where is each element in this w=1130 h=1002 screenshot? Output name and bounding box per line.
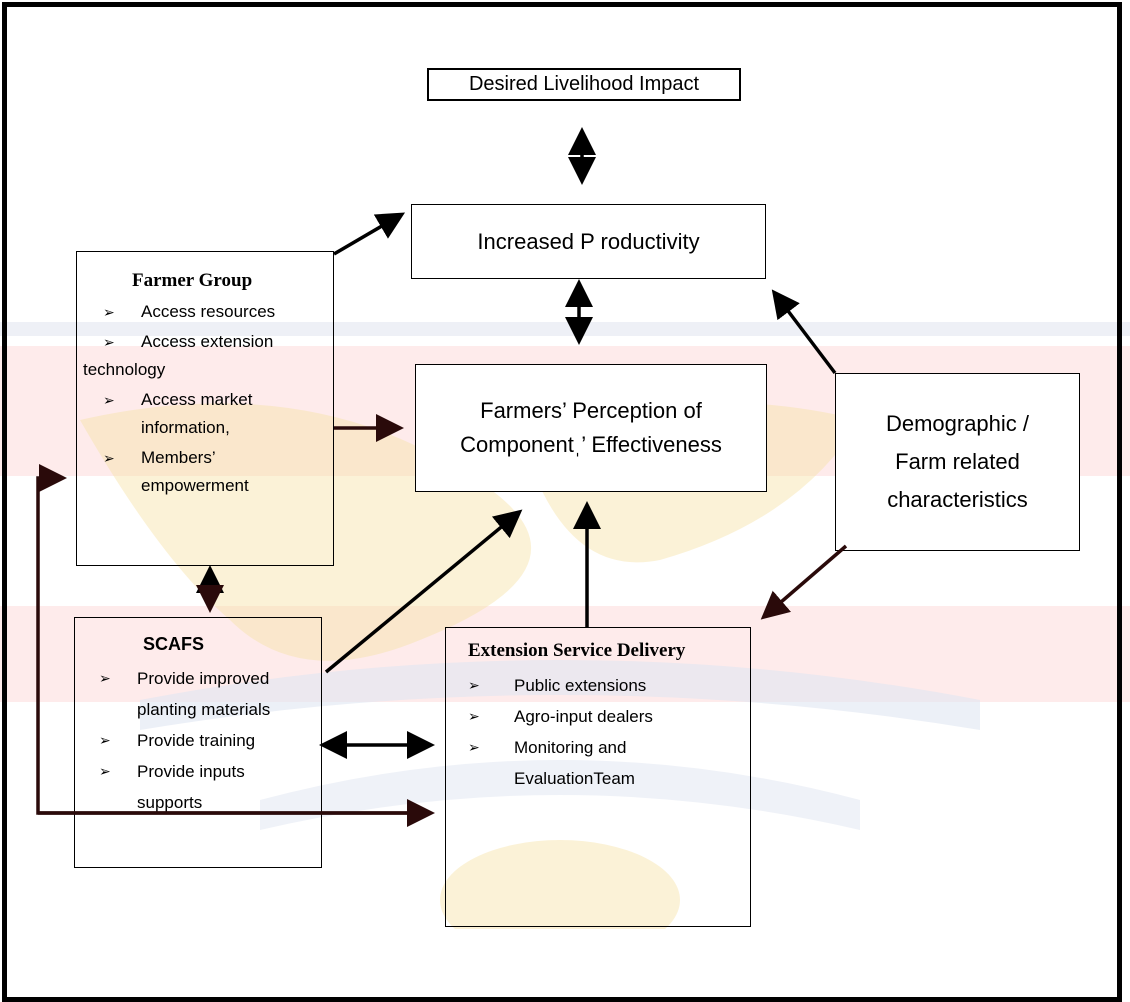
arrow-bullet-icon: ➢ [468,708,480,724]
arrow-bullet-icon: ➢ [99,763,111,779]
arrow-bullet-icon: ➢ [99,732,111,748]
scafs-box: SCAFS ➢ Provide improved planting materi… [74,617,322,868]
list-item: ➢ Access resources [77,298,335,326]
extension-service-delivery-title: Extension Service Delivery [468,640,686,661]
arrow-bullet-icon: ➢ [103,450,115,466]
farmer-group-title: Farmer Group [132,270,253,291]
demographic-characteristics-box: Demographic / Farm related characteristi… [835,373,1080,551]
list-item: ➢ Provide training [75,725,323,756]
list-item: ➢ Public extensions [446,670,752,701]
farmers-perception-box: Farmers’ Perception of Componentˌ’ Effec… [415,364,767,492]
desired-livelihood-impact-box: Desired Livelihood Impact [427,68,741,101]
arrow-bullet-icon: ➢ [103,392,115,408]
farmer-group-box: Farmer Group ➢ Access resources ➢ Access… [76,251,334,566]
arrow-bullet-icon: ➢ [103,304,115,320]
list-item: ➢ Access extension technology [77,328,335,384]
extension-service-delivery-box: Extension Service Delivery ➢ Public exte… [445,627,751,927]
extension-list: ➢ Public extensions ➢ Agro-input dealers… [446,670,752,794]
list-item: ➢ Members’ empowerment [77,444,335,500]
arrow-bullet-icon: ➢ [468,677,480,693]
list-item: ➢ Monitoring and EvaluationTeam [446,732,752,794]
increased-productivity-box: Increased P roductivity [411,204,766,279]
list-item: ➢ Agro-input dealers [446,701,752,732]
arrow-bullet-icon: ➢ [103,334,115,350]
scafs-list: ➢ Provide improved planting materials ➢ … [75,663,323,818]
perception-line-1: Farmers’ Perception of [480,398,702,423]
increased-productivity-label: Increased P roductivity [477,228,700,254]
farmer-group-list: ➢ Access resources ➢ Access extension te… [77,298,335,500]
demographic-line-2: Farm related [895,449,1020,474]
scafs-title: SCAFS [143,634,205,654]
demographic-line-3: characteristics [887,487,1028,512]
arrow-bullet-icon: ➢ [99,670,111,686]
arrow-bullet-icon: ➢ [468,739,480,755]
list-item: ➢ Provide inputs supports [75,756,323,818]
demographic-line-1: Demographic / [885,411,1030,436]
desired-livelihood-impact-label: Desired Livelihood Impact [468,73,700,95]
list-item: ➢ Access market information, [77,386,335,442]
perception-line-2: Componentˌ’ Effectiveness [460,432,722,457]
list-item: ➢ Provide improved planting materials [75,663,323,725]
